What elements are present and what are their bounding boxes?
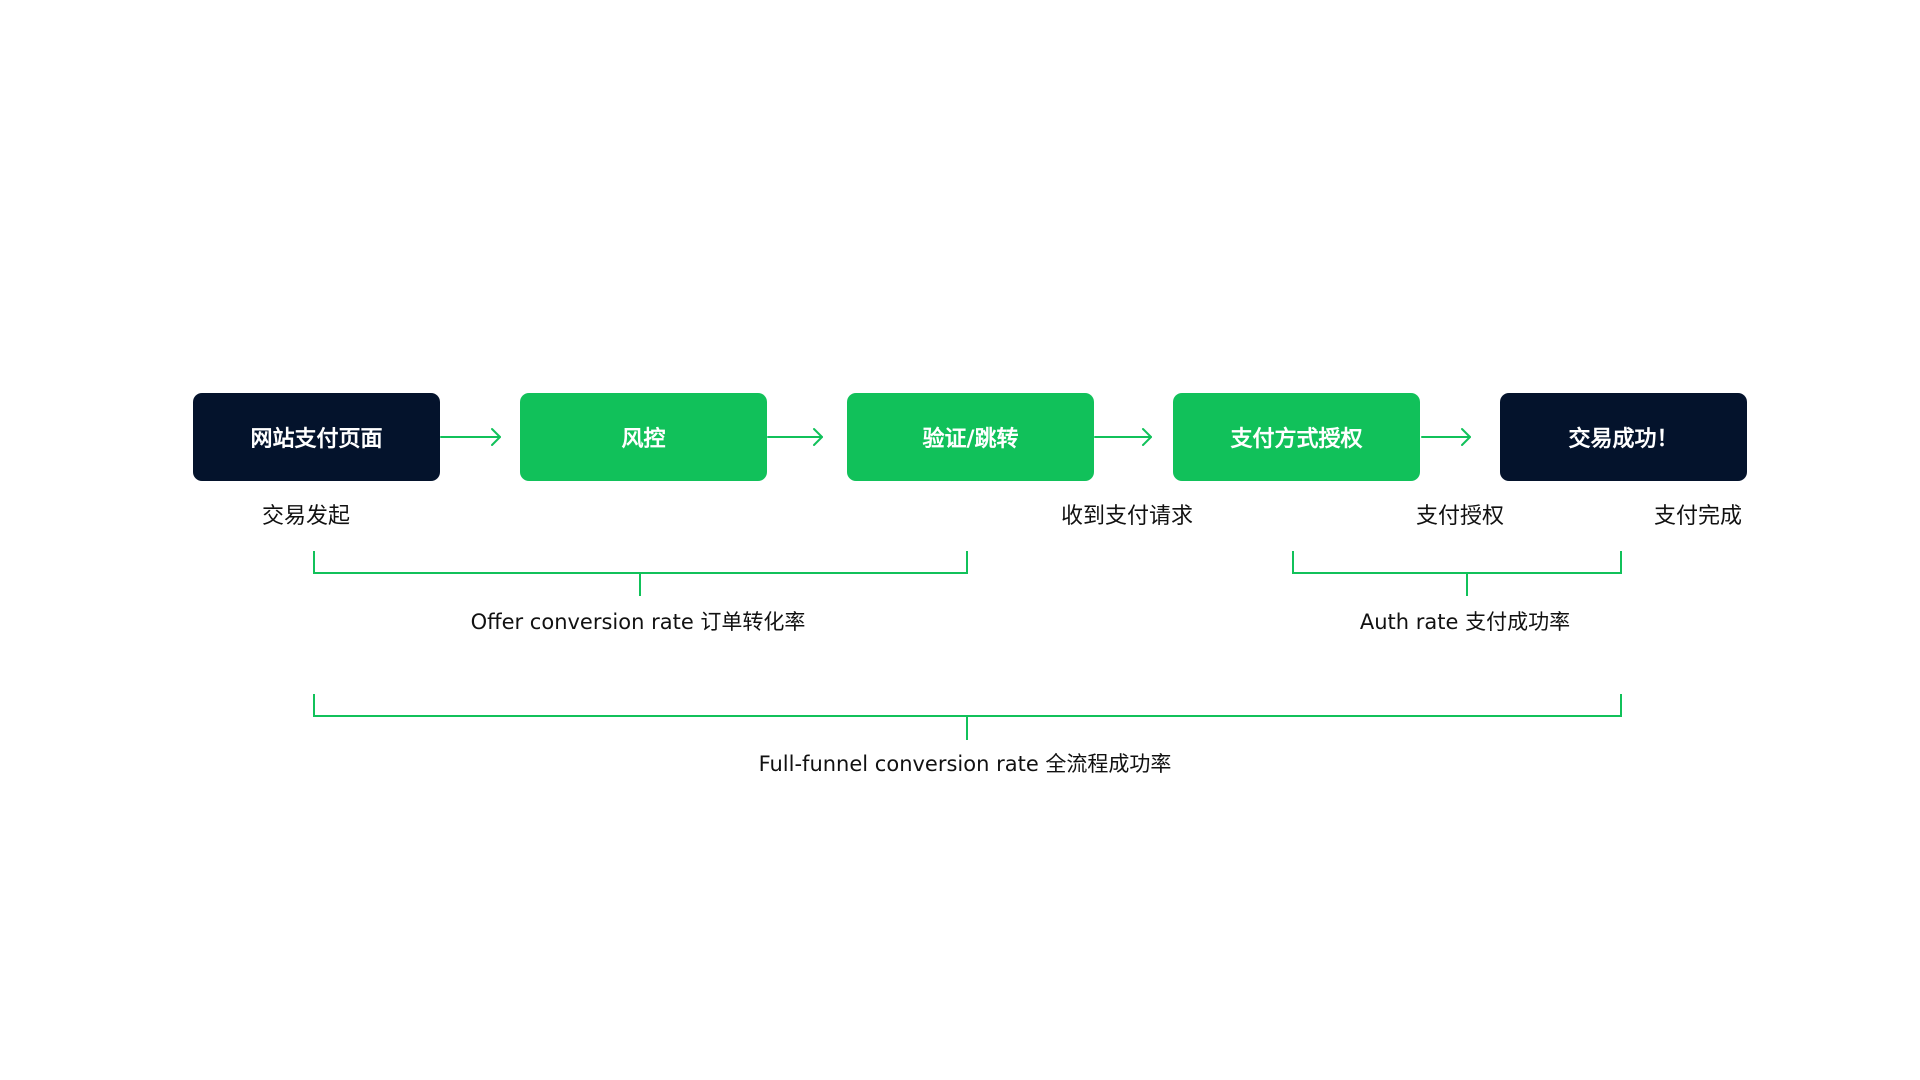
arrow-icon (440, 428, 501, 446)
arrow-icon (1094, 428, 1152, 446)
metric-offer-conversion-rate: Offer conversion rate 订单转化率 (470, 610, 806, 634)
metric-auth-rate: Auth rate 支付成功率 (1359, 610, 1571, 634)
step-risk-control: 风控 (520, 393, 767, 481)
metric-full-funnel-conversion-rate: Full-funnel conversion rate 全流程成功率 (758, 752, 1172, 776)
step-risk-control-label: 风控 (621, 427, 666, 452)
step-payment-method-auth: 支付方式授权 (1173, 393, 1420, 481)
bracket-auth-rate (1292, 551, 1622, 596)
milestone-payment-request-received: 收到支付请求 (1061, 504, 1194, 529)
step-checkout-page-label: 网站支付页面 (250, 427, 383, 452)
step-transaction-success-label: 交易成功！ (1568, 427, 1679, 452)
bracket-offer-conversion (313, 551, 968, 596)
step-checkout-page: 网站支付页面 (193, 393, 440, 481)
milestone-payment-completed: 支付完成 (1654, 504, 1743, 529)
arrow-icon (767, 428, 823, 446)
step-verify-redirect: 验证/跳转 (847, 393, 1094, 481)
step-transaction-success: 交易成功！ (1500, 393, 1747, 481)
milestone-transaction-initiated: 交易发起 (262, 504, 351, 529)
milestone-payment-authorized: 支付授权 (1416, 504, 1505, 529)
arrow-icon (1421, 428, 1471, 446)
step-payment-method-auth-label: 支付方式授权 (1230, 427, 1363, 452)
bracket-full-funnel (313, 694, 1622, 740)
step-verify-redirect-label: 验证/跳转 (922, 427, 1019, 452)
